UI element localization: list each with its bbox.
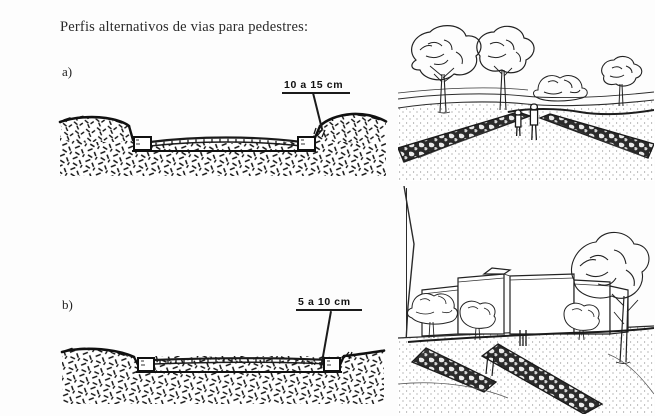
page-title: Perfis alternativos de vias para pedestr… xyxy=(60,19,309,35)
perspective-sketch-a xyxy=(398,16,654,181)
perspective-sketch-b xyxy=(398,186,654,414)
cross-section-profile-b xyxy=(58,336,388,408)
dimension-callout-b: 5 a 10 cm xyxy=(296,296,362,311)
callout-underline-a xyxy=(282,92,350,94)
dimension-callout-a: 10 a 15 cm xyxy=(282,79,350,94)
callout-underline-b xyxy=(296,309,362,311)
cross-section-profile-a xyxy=(58,96,388,178)
panel-divider xyxy=(406,188,408,412)
dimension-text-a: 10 a 15 cm xyxy=(284,79,344,91)
panel-label-a: a) xyxy=(62,64,73,79)
dimension-text-b: 5 a 10 cm xyxy=(298,296,351,308)
panel-label-b: b) xyxy=(62,297,73,312)
